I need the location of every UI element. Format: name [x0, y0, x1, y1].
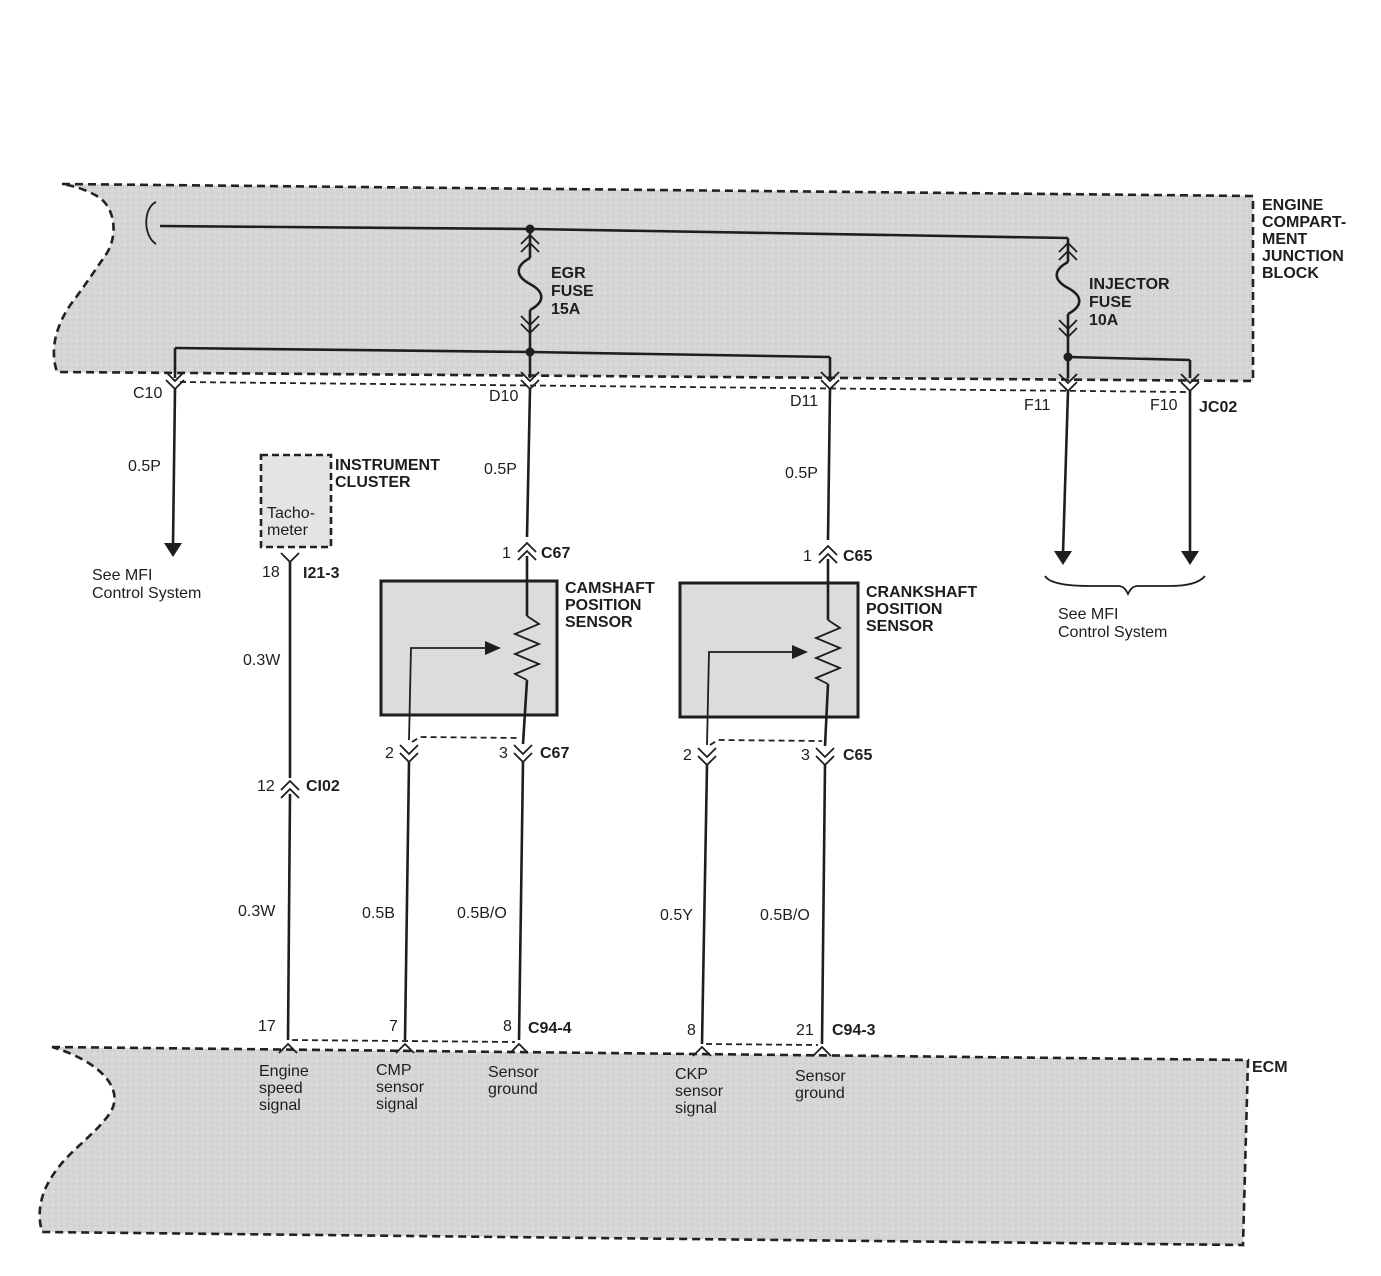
battery-bus	[145, 201, 1069, 245]
wire-color-d11: 0.5P	[785, 465, 818, 482]
terminal-f10: F10	[1150, 397, 1178, 414]
reference-brace	[1044, 575, 1206, 597]
wire-ckp-ground	[820, 764, 827, 1045]
cam-top-connector: C67	[541, 545, 570, 562]
wire-color-ckp-signal: 0.5Y	[660, 907, 693, 924]
wire-cmp-signal	[403, 761, 411, 1041]
injector-output-splice	[1063, 352, 1073, 362]
tach-connector	[280, 552, 300, 564]
c67-bottom-connectors	[399, 744, 533, 764]
junction-block-area	[52, 182, 1255, 383]
crank-signal-pin: 2	[683, 747, 692, 764]
wire-cmp-ground	[517, 761, 525, 1041]
inline-connector-label: CI02	[306, 778, 340, 795]
wire-color-cmp-signal: 0.5B	[362, 905, 395, 922]
wire-tach-lower	[286, 793, 292, 1041]
ci02-connector	[280, 779, 300, 799]
tach-pin: 18	[262, 564, 280, 581]
egr-output-splice	[525, 347, 535, 357]
ecm-connector-c94-4: C94-4	[528, 1020, 572, 1037]
terminal-c10: C10	[133, 385, 162, 402]
wire-d10	[525, 388, 532, 538]
c94-3-dash	[705, 1043, 819, 1046]
wire-d11	[826, 388, 832, 541]
ecm-connector-c94-3: C94-3	[832, 1022, 876, 1039]
wire-color-c10: 0.5P	[128, 458, 161, 475]
c65-bottom-dash	[709, 739, 823, 746]
terminal-d11: D11	[790, 393, 818, 410]
injector-fuse	[1055, 238, 1081, 357]
ecm-pin-21: 21	[796, 1022, 814, 1039]
c94-4-dash	[291, 1039, 516, 1043]
crank-top-connector: C65	[843, 548, 872, 565]
cam-bottom-connector: C67	[540, 745, 569, 762]
wire-color-tach-top: 0.3W	[243, 652, 281, 669]
crank-ground-pin: 3	[801, 747, 810, 764]
ecm-area	[38, 1045, 1250, 1247]
wire-color-cmp-ground: 0.5B/O	[457, 905, 507, 922]
terminal-d10: D10	[489, 388, 518, 405]
wire-color-tach-bottom: 0.3W	[238, 903, 276, 920]
wire-f11	[1054, 390, 1072, 565]
c65-top-connector	[818, 544, 838, 564]
cam-top-pin: 1	[502, 545, 511, 562]
wire-color-d10: 0.5P	[484, 461, 517, 478]
connector-jc02: JC02	[1199, 399, 1237, 416]
tach-connector-label: I21-3	[303, 565, 340, 582]
camshaft-sensor-element	[408, 556, 542, 745]
cam-signal-pin: 2	[385, 745, 394, 762]
c65-bottom-connectors	[697, 747, 835, 767]
egr-fuse	[517, 229, 543, 352]
cam-ground-pin: 3	[499, 745, 508, 762]
c67-bottom-dash	[411, 736, 521, 743]
inline-pin: 12	[257, 778, 275, 795]
crank-top-pin: 1	[803, 548, 812, 565]
wire-color-ckp-ground: 0.5B/O	[760, 907, 810, 924]
crankshaft-sensor-element	[706, 559, 843, 747]
ecm-connectors	[278, 1042, 832, 1057]
wire-ckp-signal	[700, 764, 709, 1045]
ecm-label: ECM	[1252, 1059, 1288, 1076]
crankshaft-sensor-box	[678, 581, 860, 719]
wire-f10	[1181, 391, 1199, 565]
ecm-pin-8a: 8	[503, 1018, 512, 1035]
ecm-pin-17: 17	[258, 1018, 276, 1035]
ecm-pin-7: 7	[389, 1018, 398, 1035]
c67-top-connector	[517, 541, 537, 561]
crank-bottom-connector: C65	[843, 747, 872, 764]
instrument-cluster-box	[259, 453, 333, 549]
tachometer-label: Tacho-meter	[267, 505, 315, 539]
ecm-pin-8b: 8	[687, 1022, 696, 1039]
wire-c10	[164, 388, 182, 557]
terminal-f11: F11	[1024, 397, 1050, 414]
